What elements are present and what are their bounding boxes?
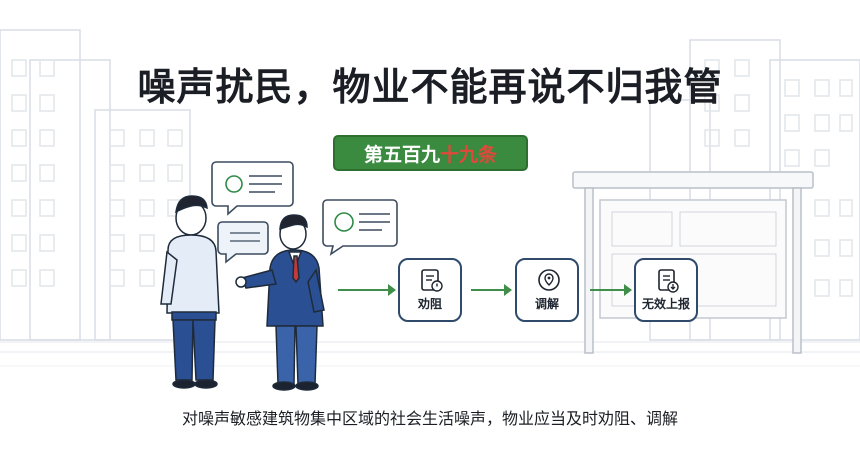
article-badge: 第五百九十九条	[333, 135, 528, 171]
flow-arrows	[338, 284, 632, 296]
flow-step-dissuade: 劝阻	[398, 258, 462, 322]
caption-text: 对噪声敏感建筑物集中区域的社会生活噪声，物业应当及时劝阻、调解	[181, 409, 678, 428]
flow-step-mediate: 调解	[515, 258, 579, 322]
document-warning-icon	[421, 269, 443, 292]
speech-bubble-manager	[322, 199, 398, 256]
article-badge-main: 第五百九	[363, 143, 440, 166]
flow-step-report: 无效上报	[634, 258, 698, 322]
flow-step-label: 无效上报	[641, 297, 690, 311]
left-buildings	[0, 29, 191, 341]
flow-step-label: 劝阻	[417, 297, 442, 311]
page-title: 噪声扰民，物业不能再说不归我管	[137, 65, 723, 109]
resident-figure	[160, 195, 220, 389]
speech-bubble-complaint	[211, 161, 294, 216]
report-document-icon	[658, 269, 679, 293]
manager-figure	[235, 214, 325, 391]
article-badge-highlight: 十九条	[440, 143, 498, 166]
speech-bubble-reply	[217, 221, 269, 264]
ground-lines	[0, 341, 860, 367]
location-pin-icon	[538, 269, 560, 291]
flow-step-label: 调解	[534, 297, 559, 311]
